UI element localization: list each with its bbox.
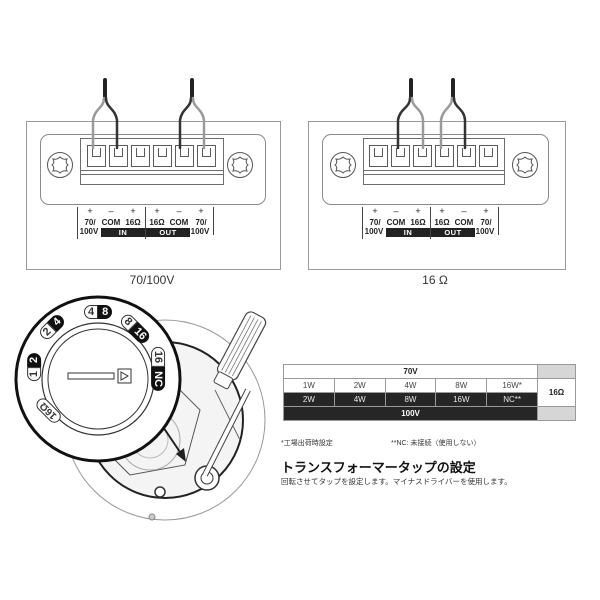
ohm-col-bottom (537, 406, 576, 421)
out-band: OUT (146, 228, 190, 237)
ohm-cell: 16Ω (537, 378, 576, 407)
screw-icon (512, 152, 538, 178)
terminal-com-in (109, 145, 128, 167)
in-band: IN (101, 228, 145, 237)
cable-pair-icon (91, 78, 206, 150)
terminal-labels-1: + – + + – + 70/ 100V COM 16Ω 16Ω COM 70/… (77, 205, 217, 241)
table-row-100v: 2W 4W 8W 16W NC** (283, 392, 576, 407)
screw-icon (330, 152, 356, 178)
terminal-16ohm-out (435, 145, 454, 167)
caption-70-100v: 70/100V (129, 273, 175, 287)
terminal-labels-2: + – + + – + 70/ 100V COM 16Ω 16Ω COM 70/… (362, 205, 502, 241)
dial-tap-16-nc: 16NC (151, 346, 166, 392)
section-heading: トランスフォーマータップの設定 (281, 460, 476, 475)
terminal-block-2 (363, 138, 505, 185)
tap-setting-table: 70V 1W 2W 4W 8W 16W* 16Ω 2W 4W 8W 16W NC… (282, 364, 576, 421)
terminal-70-100v-in (87, 145, 106, 167)
terminal-block-1 (80, 138, 224, 185)
screw-icon (227, 152, 253, 178)
section-description: 回転させてタップを設定します。マイナスドライバーを使用します。 (281, 477, 512, 486)
terminal-70-100v-in (369, 145, 388, 167)
note-nc: **NC: 未接続（使用しない） (391, 440, 481, 447)
terminal-70-100v-out (479, 145, 498, 167)
table-row-70v: 1W 2W 4W 8W 16W* 16Ω (283, 378, 576, 407)
caption-16ohm: 16 Ω (422, 273, 448, 287)
terminal-com-in (391, 145, 410, 167)
footer-100v: 100V (282, 406, 539, 421)
screw-icon (47, 152, 73, 178)
header-70v: 70V (282, 364, 539, 379)
note-factory-default: *工場出荷時設定 (281, 440, 333, 447)
out-band: OUT (431, 228, 475, 237)
terminal-com-out (175, 145, 194, 167)
terminal-70-100v-out (197, 145, 216, 167)
terminal-16ohm-out (153, 145, 172, 167)
terminal-com-out (457, 145, 476, 167)
dial-tap-1-2: 12 (27, 352, 42, 382)
in-band: IN (386, 228, 430, 237)
cable-pair-icon (396, 78, 467, 150)
ohm-col-top (537, 364, 576, 379)
terminal-16ohm-in (131, 145, 150, 167)
terminal-16ohm-in (413, 145, 432, 167)
